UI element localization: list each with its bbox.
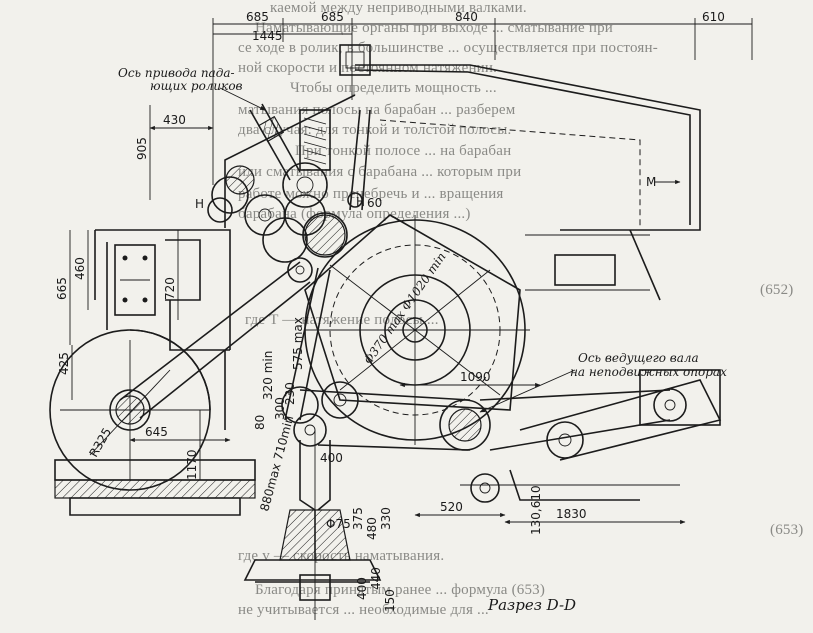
bg-line: Чтобы определить мощность ... bbox=[290, 80, 497, 96]
left-coil-drum bbox=[49, 329, 226, 491]
bg-line: не учитывается ... необходимые для ... bbox=[238, 602, 489, 618]
dim-520: 520 bbox=[440, 500, 463, 514]
label-m: M bbox=[646, 175, 656, 189]
bg-line: При тонкой полосе ... на барабан bbox=[295, 143, 512, 159]
roller-cluster bbox=[207, 103, 371, 263]
dim-575max: 575 max bbox=[291, 317, 305, 370]
dim-60: 60 bbox=[367, 196, 382, 210]
annotation-lead-shaft-1: Ось ведущего вала bbox=[578, 351, 699, 365]
top-dimension-chain: 685 1445 685 840 610 bbox=[212, 10, 753, 185]
bg-line: Благодаря принятым ранее ... формула (65… bbox=[255, 582, 546, 598]
bg-line: или сматывания с барабана ... которым пр… bbox=[238, 164, 522, 180]
dim-phi75: Φ75 bbox=[326, 517, 351, 531]
dim-300: 300 bbox=[273, 397, 287, 420]
dim-1170: 1170 bbox=[185, 449, 199, 480]
annotation-drive-rollers-1: Ось привода пада- bbox=[118, 66, 235, 80]
bg-line: барабана (формула определения ...) bbox=[238, 206, 471, 222]
dim-130-610: 130,610 bbox=[529, 485, 543, 535]
dim-320min: 320 min bbox=[261, 351, 275, 400]
left-column bbox=[94, 229, 231, 351]
dim-685-right: 685 bbox=[321, 10, 344, 24]
annotations: Ось привода пада- ющих роликов Ось ведущ… bbox=[118, 66, 727, 413]
dim-375: 375 bbox=[351, 507, 365, 530]
dim-665: 665 bbox=[55, 277, 69, 300]
dim-460: 460 bbox=[73, 257, 87, 280]
dim-480: 480 bbox=[365, 517, 379, 540]
dim-230: 230 bbox=[283, 382, 297, 405]
section-caption: Разрез D-D bbox=[487, 596, 576, 614]
bg-line: матывания полосы на барабан ... разберем bbox=[238, 102, 516, 118]
dim-685-left: 685 bbox=[246, 10, 269, 24]
machine-base bbox=[54, 430, 382, 620]
bg-line: два случая: для тонкой и толстой полосы. bbox=[238, 122, 512, 138]
dim-r325: R325 bbox=[86, 425, 114, 459]
lower-rollers bbox=[281, 369, 722, 503]
dim-150: 150 bbox=[383, 589, 397, 612]
bg-line: се ходе в ролик, в большинстве ... осуще… bbox=[238, 40, 658, 56]
dim-720: 720 bbox=[163, 277, 177, 300]
dim-840: 840 bbox=[455, 10, 478, 24]
dim-330: 330 bbox=[379, 507, 393, 530]
annotation-lead-shaft-2: на неподвижных опорах bbox=[570, 365, 727, 379]
upper-frame bbox=[224, 44, 701, 301]
dim-1830: 1830 bbox=[556, 507, 587, 521]
bg-line: (653) bbox=[770, 522, 804, 538]
dim-425: 425 bbox=[57, 352, 71, 375]
dim-645: 645 bbox=[145, 425, 168, 439]
bg-line: (652) bbox=[760, 282, 794, 298]
dim-430: 430 bbox=[163, 113, 186, 127]
tension-arm bbox=[119, 257, 331, 421]
annotation-drive-rollers-2: ющих роликов bbox=[150, 79, 243, 93]
dim-400b: 400 bbox=[355, 577, 369, 600]
dim-440: 440 bbox=[369, 567, 383, 590]
bg-line: работе можно пренебречь и ... вращения bbox=[238, 186, 504, 202]
dim-1445: 1445 bbox=[252, 29, 283, 43]
dim-905: 905 bbox=[135, 137, 149, 160]
label-h-left: H bbox=[195, 197, 204, 211]
dim-610: 610 bbox=[702, 10, 725, 24]
bg-line: каемой между неприводными валками. bbox=[270, 0, 527, 16]
dim-400: 400 bbox=[320, 451, 343, 465]
label-h-mid: H bbox=[356, 195, 365, 209]
dim-80: 80 bbox=[253, 415, 267, 430]
dim-1090: 1090 bbox=[460, 370, 491, 384]
bg-line: где T — натяжение полосы ... bbox=[245, 312, 439, 328]
